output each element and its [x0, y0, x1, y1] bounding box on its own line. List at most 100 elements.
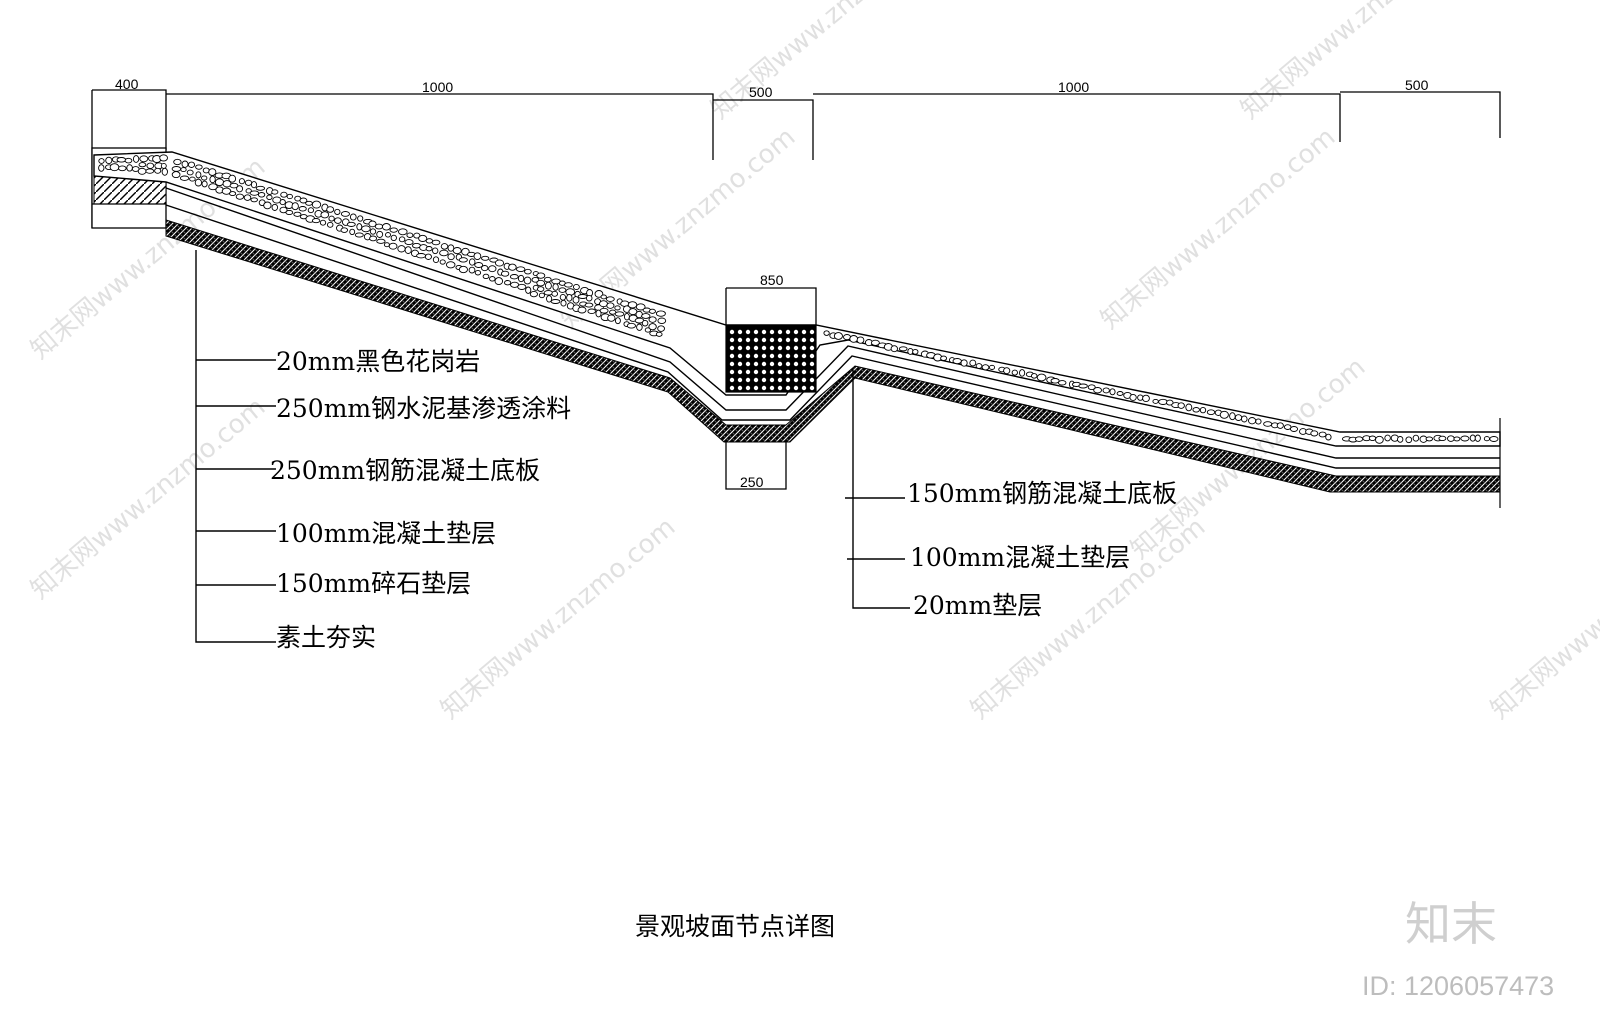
cobble-stone: [474, 269, 482, 276]
cobble-stone: [279, 199, 286, 206]
cobble-stone: [221, 187, 232, 195]
cobble-stone: [154, 167, 162, 174]
cobble-stone: [1354, 436, 1364, 442]
cobble-stone: [250, 181, 258, 189]
cobble-stone: [641, 319, 649, 327]
cobble-stone: [1142, 394, 1150, 403]
cobble-stone: [416, 253, 427, 259]
cobble-stone: [271, 189, 279, 195]
cobble-stone: [975, 363, 983, 369]
cobble-stone: [354, 232, 364, 238]
cobble-stone: [171, 166, 182, 172]
cobble-stone: [235, 193, 245, 200]
cobble-stone: [1019, 369, 1026, 377]
cobble-stone: [381, 223, 391, 231]
cobble-stone: [236, 185, 244, 193]
cobble-stone: [538, 292, 545, 299]
cobble-stone: [255, 185, 266, 191]
cobble-stone: [328, 215, 335, 222]
cobble-stone: [657, 325, 665, 332]
cobble-stone: [369, 228, 377, 235]
callout-compacted-soil: 素土夯实: [276, 623, 376, 652]
cobble-stone: [849, 335, 859, 343]
cobble-stone: [194, 178, 203, 187]
cobble-stone: [1229, 412, 1236, 421]
cobble-stone: [584, 302, 594, 308]
cobble-stone: [488, 265, 497, 273]
cobble-stone: [856, 336, 865, 344]
cobble-stone: [890, 345, 898, 353]
cobble-stone: [605, 296, 615, 302]
cobble-stone: [361, 225, 371, 233]
dim-400: 400: [115, 76, 139, 92]
cobble-stone: [1219, 410, 1229, 419]
cobble-stone: [398, 228, 408, 236]
callout-rc-slab-250: 250mm钢筋混凝土底板: [270, 456, 540, 485]
cobble-stone: [326, 206, 335, 213]
cobble-stone: [105, 156, 113, 165]
cobble-stone: [560, 299, 567, 307]
cobble-stone: [139, 155, 149, 163]
cobble-stone: [388, 242, 398, 250]
callout-granite: 20mm黑色花岗岩: [276, 347, 480, 376]
cobble-stone: [98, 158, 105, 164]
cobble-stone: [1289, 426, 1299, 432]
cobble-stone: [641, 313, 651, 319]
cobble-stone: [311, 218, 321, 224]
cobble-stone: [635, 303, 646, 311]
cobble-stone: [179, 175, 190, 181]
cobble-stone: [468, 258, 476, 266]
cobble-stone: [458, 265, 468, 274]
cobble-stone: [397, 245, 406, 253]
callout-concrete-cushion-left: 100mm混凝土垫层: [276, 519, 496, 548]
cobble-stones: [98, 154, 1499, 444]
cobble-stone: [291, 202, 299, 211]
cobble-stone: [1116, 391, 1124, 396]
cobble-stone: [536, 279, 546, 287]
cobble-stone: [201, 175, 208, 181]
cobble-stone: [229, 191, 237, 197]
cobble-stone: [118, 165, 127, 172]
cobble-stone: [1469, 434, 1476, 442]
cobble-stone: [833, 332, 843, 340]
cobble-stone: [285, 209, 294, 216]
cobble-stone: [1405, 436, 1413, 444]
cobble-stone: [431, 239, 441, 246]
cobble-stone: [607, 314, 616, 322]
watermark-text: 知末网www.znzmo.com: [1235, 0, 1481, 125]
cobble-stone: [543, 276, 552, 283]
cobble-stone: [1425, 436, 1434, 442]
cobble-stone: [1102, 387, 1110, 394]
cobble-stone: [1177, 402, 1185, 409]
cobble-stone: [516, 266, 526, 273]
cobble-stone: [132, 155, 140, 163]
cobble-stone: [173, 158, 182, 166]
cobble-stone: [1206, 409, 1216, 416]
cobble-stone: [551, 290, 559, 297]
cobble-stone: [1384, 434, 1391, 442]
cobble-stone: [356, 223, 363, 231]
cobble-stone: [1318, 431, 1327, 438]
cobble-stone: [529, 290, 538, 298]
cobble-stone: [912, 348, 919, 355]
left-callout-leaders: [195, 250, 276, 643]
cobble-stone: [376, 230, 384, 238]
callout-gravel-cushion: 150mm碎石垫层: [276, 569, 471, 598]
dim-850: 850: [760, 272, 784, 288]
cobble-stone: [249, 190, 260, 196]
cobble-stone: [1438, 435, 1447, 442]
cobble-stone: [566, 293, 573, 302]
cobble-stone: [311, 200, 322, 209]
drawing-title: 景观坡面节点详图: [635, 912, 835, 941]
cobble-stone: [614, 311, 625, 317]
cobble-stone: [636, 323, 643, 331]
cobble-stone: [952, 358, 962, 365]
cobble-stone: [181, 160, 189, 168]
cobble-stone: [657, 317, 667, 325]
cobble-stone: [969, 359, 977, 367]
brand-watermark: 知末: [1405, 897, 1497, 951]
slab-layer-lines: [165, 187, 1500, 469]
cobble-stone: [424, 253, 432, 260]
cobble-stone: [189, 176, 196, 182]
